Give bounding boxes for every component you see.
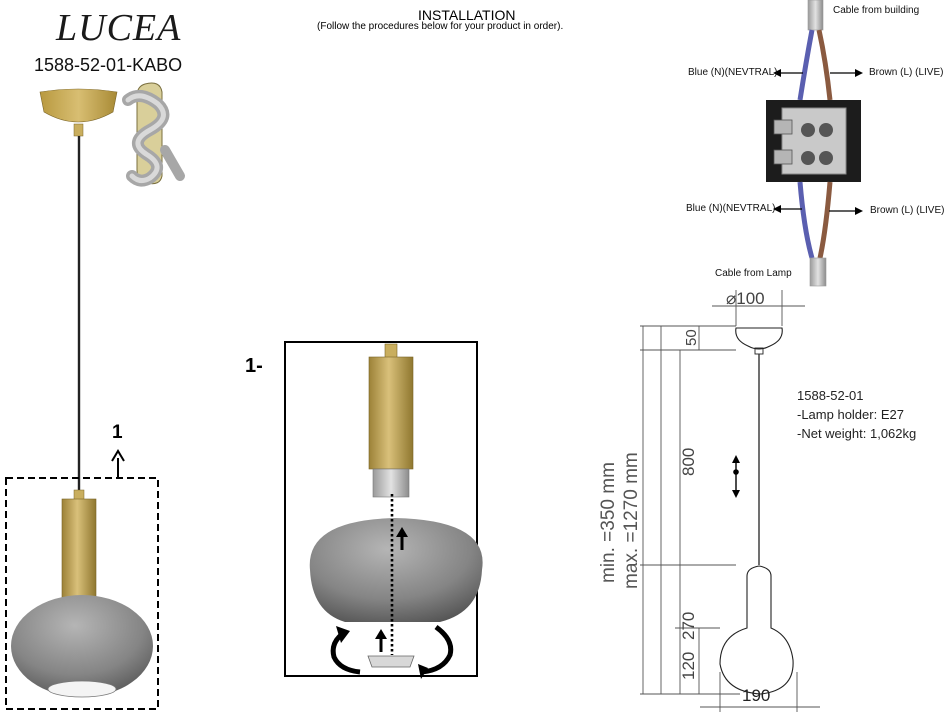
installation-subtitle: (Follow the procedures below for your pr… <box>317 21 564 32</box>
step-1-callout <box>5 449 159 710</box>
installation-title: INSTALLATION <box>418 7 516 23</box>
step-1-detail-box <box>284 341 483 679</box>
label-blue-top: Blue (N)(NEVTRAL) <box>688 67 778 78</box>
dim-lower-height: 120 <box>679 652 698 680</box>
pendant-lamp-render <box>11 88 153 698</box>
technical-drawing <box>640 290 820 712</box>
dim-canopy-height: 50 <box>683 329 700 346</box>
spec-block: 1588-52-01 -Lamp holder: E27 -Net weight… <box>797 386 916 443</box>
dim-total-height: 270 <box>679 612 698 640</box>
step-1-detail-label: 1- <box>245 355 263 377</box>
ceiling-hook-bracket <box>122 82 185 187</box>
spec-lamp-holder: -Lamp holder: E27 <box>797 407 904 422</box>
label-cable-from-building: Cable from building <box>833 5 920 16</box>
spec-code: 1588-52-01 <box>797 388 864 403</box>
label-brown-bottom: Brown (L) (LIVE) <box>870 205 945 216</box>
dim-shade-width: 190 <box>742 686 771 705</box>
dim-cable-length: 800 <box>679 448 698 476</box>
brand-logo-text: LUCEA <box>56 7 182 49</box>
label-brown-top: Brown (L) (LIVE) <box>869 67 944 78</box>
label-cable-from-lamp: Cable from Lamp <box>715 268 792 279</box>
step-1-marker: 1 <box>112 422 123 443</box>
model-number: 1588-52-01-KABO <box>34 55 183 75</box>
spec-net-weight: -Net weight: 1,062kg <box>797 426 917 441</box>
dim-max-length: max. =1270 mm <box>621 452 642 589</box>
dim-diameter: ⌀100 <box>726 289 765 308</box>
dim-min-length: min. =350 mm <box>598 462 619 583</box>
wiring-diagram <box>766 0 863 287</box>
label-blue-bottom: Blue (N)(NEVTRAL) <box>686 203 776 214</box>
